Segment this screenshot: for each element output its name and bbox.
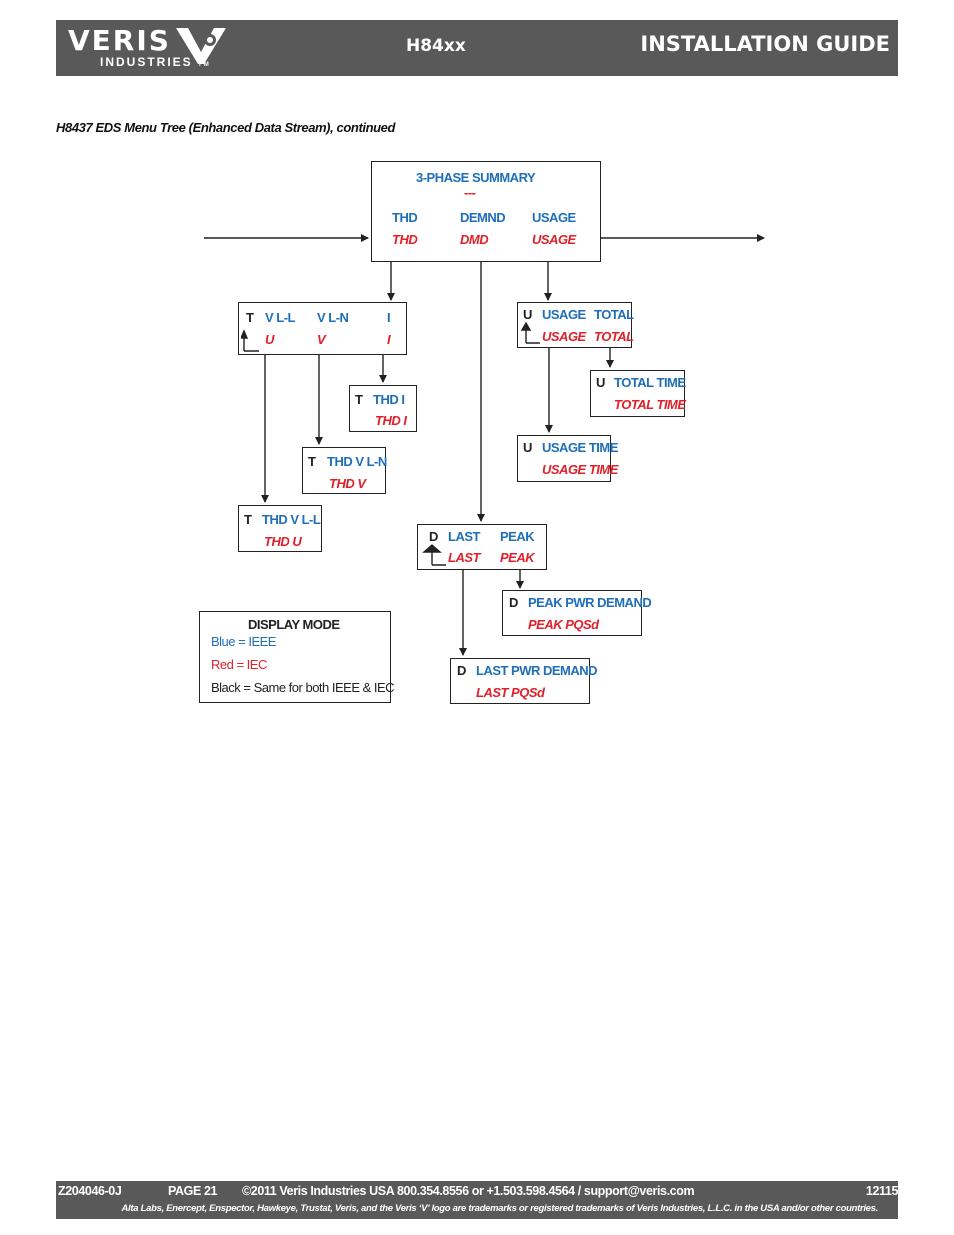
figure-caption: H8437 EDS Menu Tree (Enhanced Data Strea… [56, 120, 396, 135]
footer-code: 12115 [865, 1184, 898, 1198]
last-pwr-demand-box: D LAST PWR DEMAND LAST PQSd [450, 658, 598, 704]
thd-vln-iec: THD V [329, 476, 366, 491]
thd-box-ieee-vln: V L-N [317, 310, 349, 325]
demand-box: D LAST PEAK LAST PEAK [417, 524, 547, 570]
last-pwr-ieee: LAST PWR DEMAND [476, 663, 598, 678]
summary-title: 3-PHASE SUMMARY [416, 170, 536, 185]
total-time-box: U TOTAL TIME TOTAL TIME [590, 370, 686, 417]
thd-vln-letter: T [308, 454, 316, 469]
model-number: H84xx [406, 36, 466, 56]
veris-logo: VERIS INDUSTRIES TM [68, 26, 211, 71]
thd-box-letter: T [246, 310, 254, 325]
total-time-letter: U [596, 375, 605, 390]
thd-vll-letter: T [244, 512, 252, 527]
thd-i-ieee: THD I [373, 392, 405, 407]
summary-ieee-usage: USAGE [532, 210, 576, 225]
footer-bar: Z204046-0J PAGE 21 ©2011 Veris Industrie… [56, 1181, 898, 1219]
header-bar: VERIS INDUSTRIES TM H84xx INSTALLATION G… [56, 20, 898, 76]
thd-vll-ieee: THD V L-L [262, 512, 321, 527]
demand-box-iec-peak: PEAK [500, 550, 535, 565]
thd-box-ieee-vll: V L-L [265, 310, 296, 325]
peak-pwr-demand-box: D PEAK PWR DEMAND PEAK PQSd [502, 590, 652, 636]
legend-title: DISPLAY MODE [248, 617, 340, 632]
usage-box-iec-usage: USAGE [542, 329, 586, 344]
footer-doc-number: Z204046-0J [58, 1184, 122, 1198]
footer-trademark: Alta Labs, Enercept, Enspector, Hawkeye,… [121, 1203, 879, 1214]
thd-i-iec: THD I [375, 413, 407, 428]
demand-box-ieee-peak: PEAK [500, 529, 535, 544]
summary-iec-demand: DMD [460, 232, 489, 247]
usage-box-ieee-total: TOTAL [594, 307, 634, 322]
footer-contact: ©2011 Veris Industries USA 800.354.8556 … [242, 1184, 695, 1198]
demand-box-letter: D [429, 529, 438, 544]
usage-box-iec-total: TOTAL [594, 329, 634, 344]
last-pwr-iec: LAST PQSd [476, 685, 545, 700]
usage-time-letter: U [523, 440, 532, 455]
summary-iec-thd: THD [392, 232, 418, 247]
legend-blue: Blue = IEEE [211, 634, 276, 649]
logo-tm: TM [198, 62, 211, 68]
thd-i-box: T THD I THD I [349, 385, 417, 432]
thd-box: T V L-L V L-N I U V I [238, 302, 407, 355]
thd-box-iec-i: I [387, 332, 391, 347]
peak-pwr-letter: D [509, 595, 518, 610]
thd-box-iec-u: U [265, 332, 274, 347]
usage-time-iec: USAGE TIME [542, 462, 618, 477]
summary-ieee-demand: DEMND [460, 210, 506, 225]
legend-black: Black = Same for both IEEE & IEC [211, 680, 395, 695]
legend-red: Red = IEC [211, 657, 267, 672]
usage-box-ieee-usage: USAGE [542, 307, 586, 322]
total-time-ieee: TOTAL TIME [614, 375, 686, 390]
summary-iec-usage: USAGE [532, 232, 576, 247]
demand-box-ieee-last: LAST [448, 529, 480, 544]
veris-v-icon [176, 28, 226, 64]
display-mode-legend: DISPLAY MODE Blue = IEEE Red = IEC Black… [199, 611, 395, 703]
peak-pwr-iec: PEAK PQSd [528, 617, 599, 632]
demand-box-iec-last: LAST [448, 550, 480, 565]
usage-box-letter: U [523, 307, 532, 322]
thd-i-letter: T [355, 392, 363, 407]
thd-box-iec-v: V [317, 332, 326, 347]
footer-page: PAGE 21 [168, 1184, 218, 1198]
return-arrow-icon [520, 321, 540, 344]
thd-vln-ieee: THD V L-N [327, 454, 387, 469]
return-arrow-icon [422, 544, 446, 566]
thd-vll-iec: THD U [264, 534, 302, 549]
total-time-iec: TOTAL TIME [614, 397, 686, 412]
logo-sub: INDUSTRIES [100, 55, 193, 69]
usage-box: U USAGE TOTAL USAGE TOTAL [517, 302, 634, 348]
peak-pwr-ieee: PEAK PWR DEMAND [528, 595, 652, 610]
summary-dashes: --- [464, 185, 476, 200]
thd-vln-box: T THD V L-N THD V [302, 447, 387, 494]
summary-ieee-thd: THD [392, 210, 418, 225]
three-phase-summary-box: 3-PHASE SUMMARY --- THD DEMND USAGE THD … [371, 161, 601, 262]
last-pwr-letter: D [457, 663, 466, 678]
document-title: INSTALLATION GUIDE [640, 32, 890, 56]
usage-time-box: U USAGE TIME USAGE TIME [517, 435, 618, 482]
usage-time-ieee: USAGE TIME [542, 440, 618, 455]
thd-vll-box: T THD V L-L THD U [238, 505, 322, 552]
thd-box-ieee-i: I [387, 310, 391, 325]
return-arrow-icon [241, 329, 259, 352]
logo-word: VERIS [68, 24, 171, 57]
